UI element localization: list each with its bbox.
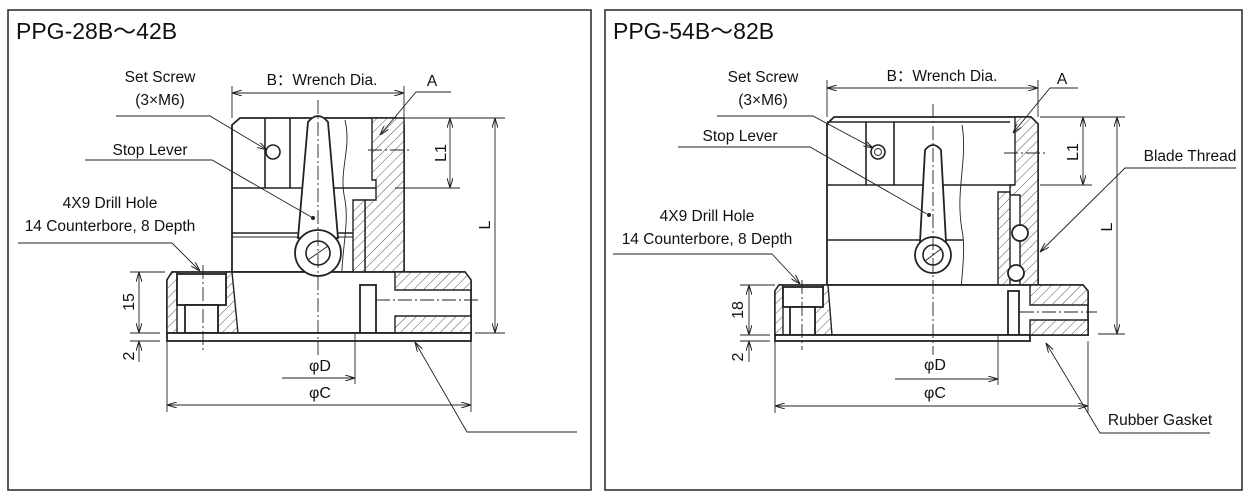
thread-ball <box>1011 224 1029 242</box>
set-screw-label: Set Screw <box>125 69 196 86</box>
set-screw-icon <box>870 144 886 160</box>
rubber-gasket <box>166 332 472 342</box>
drill-hole-label: 4X9 Drill Hole <box>63 195 158 212</box>
phi-d-dim: φD <box>924 357 946 374</box>
l-dim: L <box>1099 222 1116 231</box>
stop-lever-label: Stop Lever <box>113 142 188 159</box>
set-screw-spec: (3×M6) <box>135 92 185 109</box>
set-screw-icon <box>265 144 281 160</box>
phi-c-dim: φC <box>309 385 331 402</box>
stop-lever-label: Stop Lever <box>703 128 778 145</box>
panel-title: PPG-54B～82B <box>613 18 774 44</box>
counterbore <box>782 286 824 308</box>
l-dim: L <box>477 220 494 229</box>
flange-height-dim: 18 <box>730 301 747 319</box>
gasket-thickness-dim: 2 <box>121 351 138 360</box>
panel-ppg-28b-42b: PPG-28B～42B <box>7 9 592 491</box>
a-label: A <box>427 73 438 90</box>
panel-title: PPG-28B～42B <box>16 18 177 44</box>
panel-ppg-54b-82b: PPG-54B～82B <box>604 9 1243 491</box>
counterbore <box>176 273 227 306</box>
l1-dim: L1 <box>433 144 450 162</box>
rubber-gasket-label: Rubber Gasket <box>1108 412 1213 429</box>
phi-d-dim: φD <box>309 358 331 375</box>
wrench-dia-label: B：Wrench Dia. <box>267 72 378 89</box>
flange-height-dim: 15 <box>121 293 138 311</box>
blade-thread-label: Blade Thread <box>1144 148 1237 165</box>
gasket-thickness-dim: 2 <box>730 352 747 361</box>
wrench-dia-label: B：Wrench Dia. <box>887 68 998 85</box>
counterbore-label: 14 Counterbore, 8 Depth <box>25 218 196 235</box>
rubber-gasket <box>774 334 1031 342</box>
set-screw-label: Set Screw <box>728 69 799 86</box>
drill-hole-label: 4X9 Drill Hole <box>660 208 755 225</box>
phi-c-dim: φC <box>924 385 946 402</box>
counterbore-label: 14 Counterbore, 8 Depth <box>622 231 793 248</box>
l1-dim: L1 <box>1065 143 1082 161</box>
set-screw-spec: (3×M6) <box>738 92 788 109</box>
a-label: A <box>1057 71 1068 88</box>
